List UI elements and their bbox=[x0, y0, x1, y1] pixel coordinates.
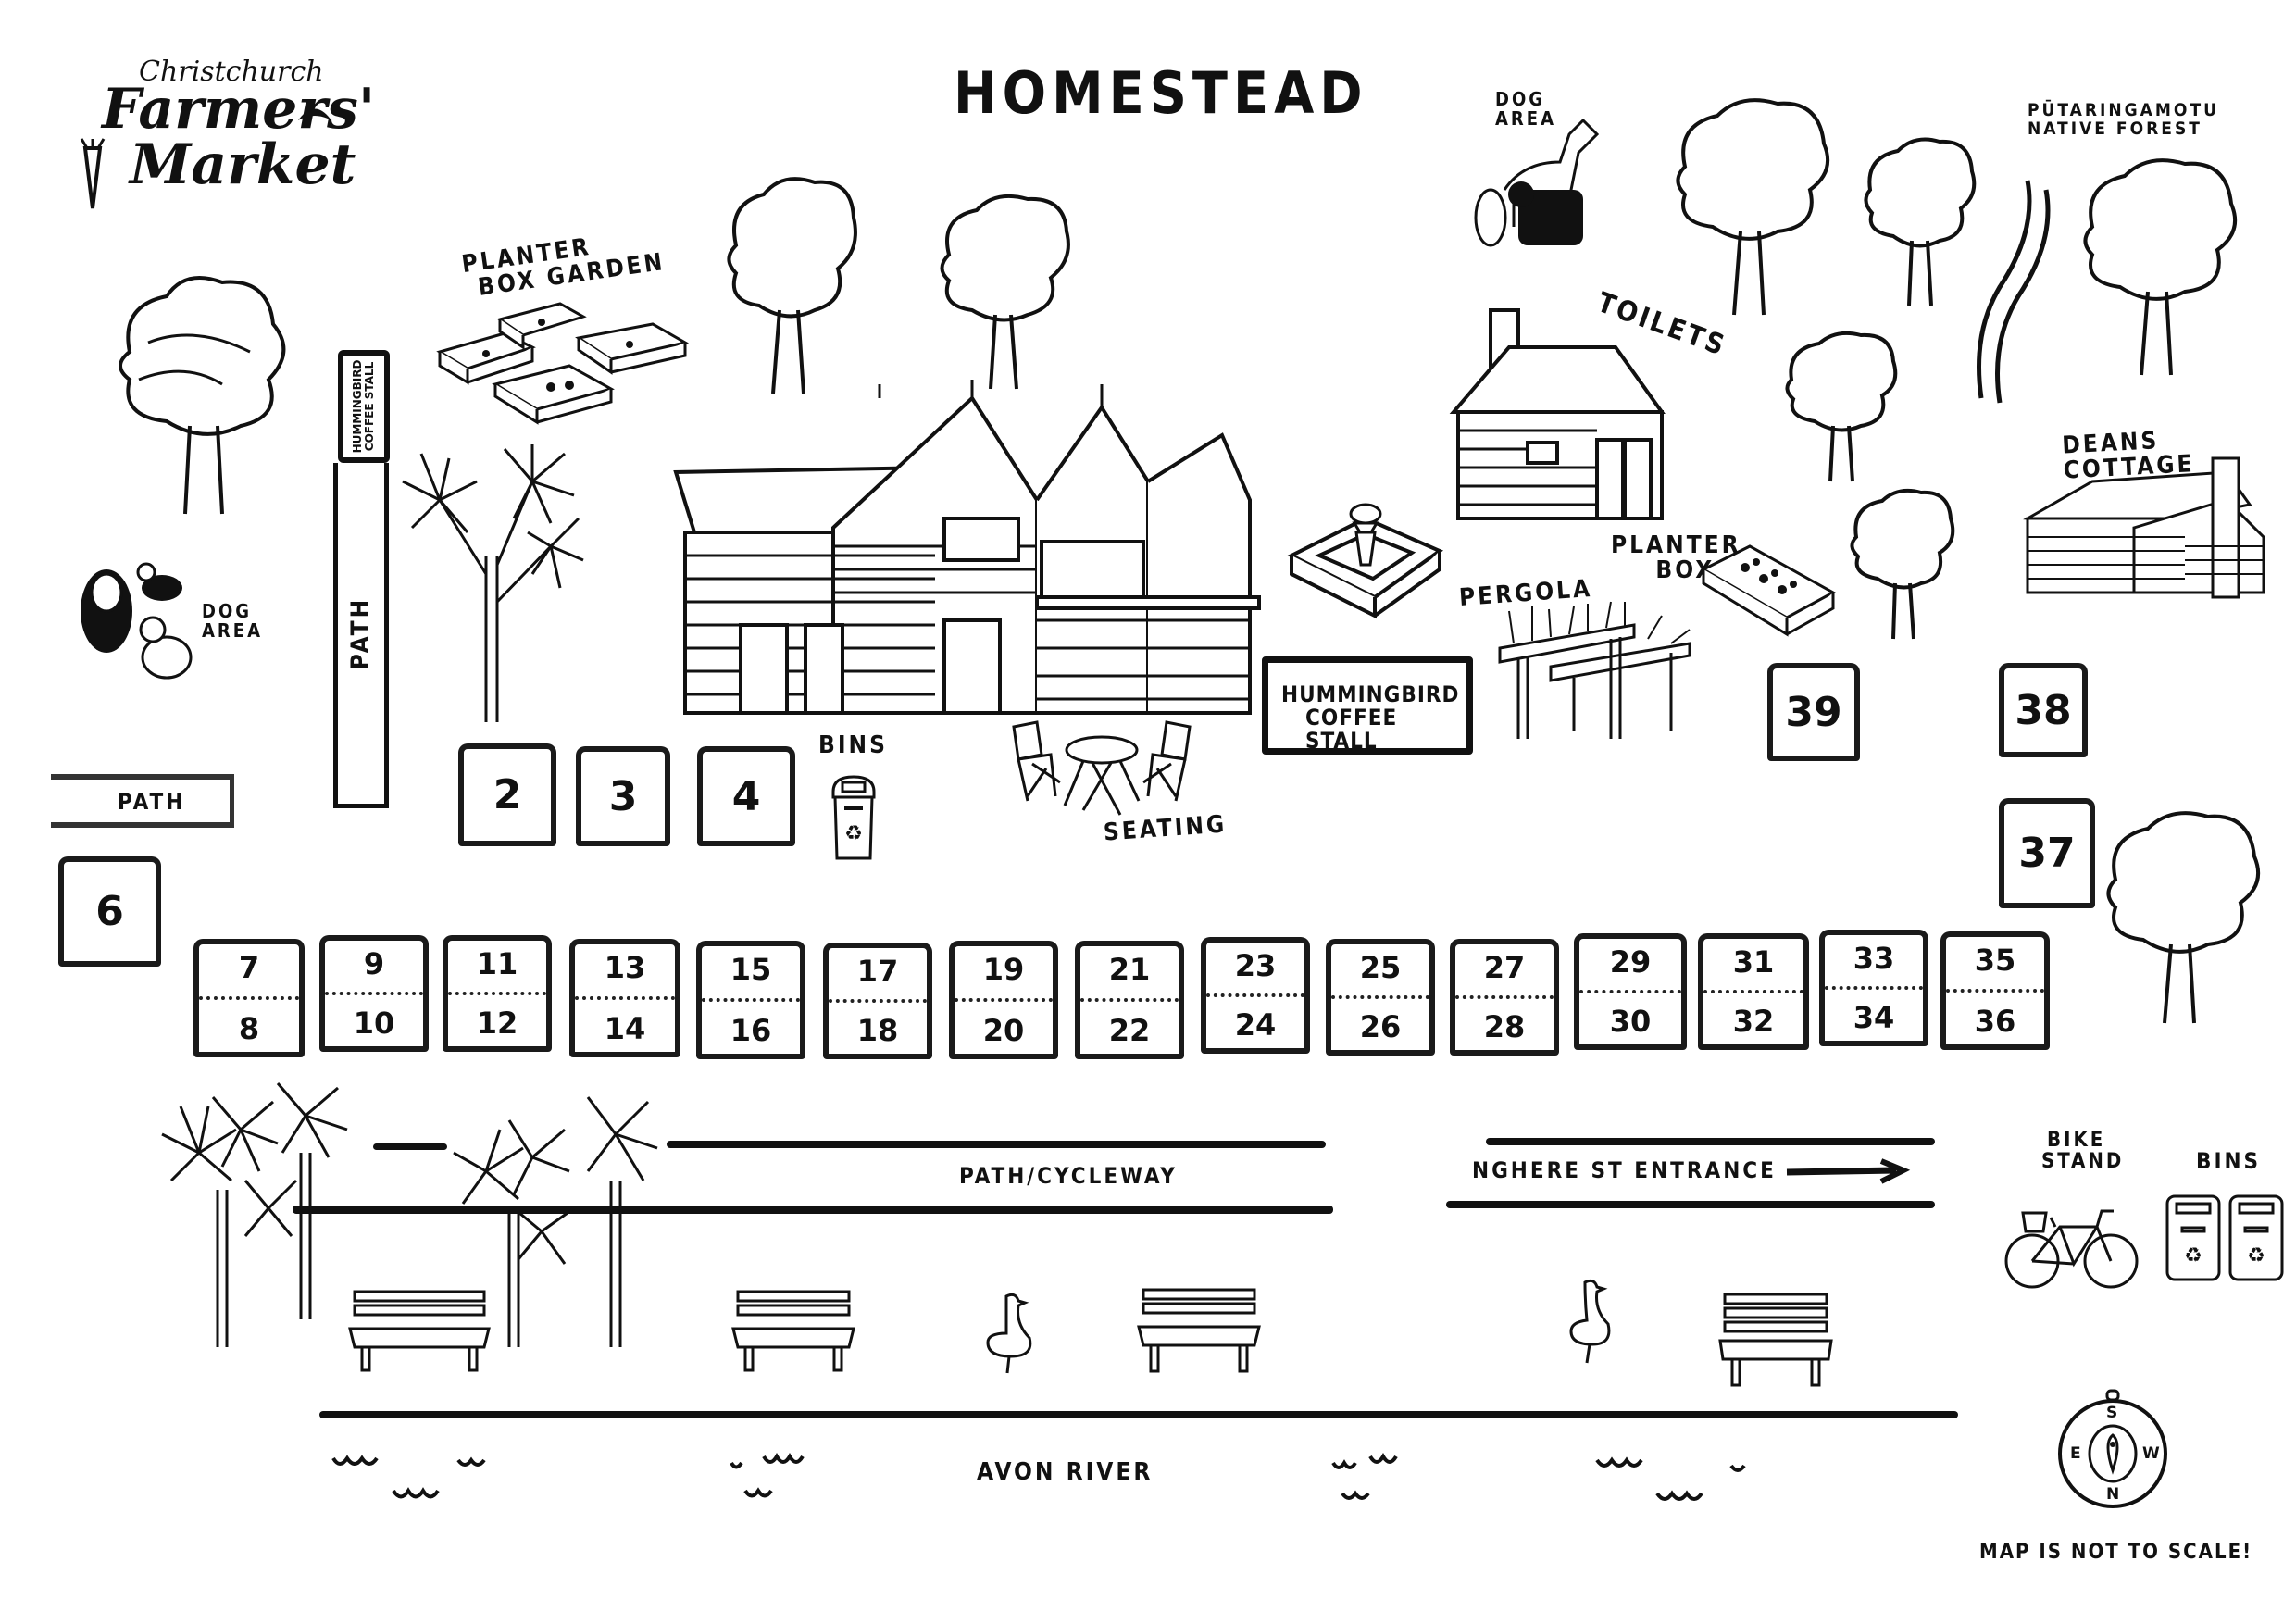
compass-left-letter: E bbox=[2070, 1444, 2081, 1463]
bench-icon bbox=[731, 1290, 855, 1372]
path-horizontal: PATH bbox=[51, 774, 234, 828]
dog-area-top-label: DOG AREA bbox=[1495, 88, 1557, 130]
logo-line-market: Market bbox=[130, 132, 356, 197]
svg-text:♻: ♻ bbox=[844, 822, 863, 845]
water-waves-icon bbox=[331, 1453, 1746, 1501]
seating-label: SEATING bbox=[1103, 810, 1229, 847]
carrot-icon bbox=[80, 138, 106, 209]
seating-table-chairs-icon bbox=[1012, 720, 1192, 816]
compass-icon bbox=[2058, 1389, 2167, 1508]
riverbank-line bbox=[319, 1411, 1958, 1418]
planter-box-garden-label: PLANTER BOX GARDEN bbox=[459, 232, 668, 303]
cabbage-tree-icon bbox=[402, 444, 584, 722]
tree-icon bbox=[1785, 331, 1898, 482]
avon-river-label: AVON RIVER bbox=[977, 1458, 1154, 1486]
nghere-st-entrance-label: NGHERE ST ENTRANCE bbox=[1472, 1157, 1777, 1183]
homestead-building-icon bbox=[673, 380, 1261, 715]
cycleway-bottom-line bbox=[293, 1206, 1333, 1214]
bench-icon bbox=[1137, 1288, 1261, 1373]
stall-3[interactable]: 3 bbox=[576, 746, 670, 846]
hummingbird-stall-line2: COFFEE STALL bbox=[1305, 705, 1398, 755]
tree-icon bbox=[727, 177, 857, 394]
tree-icon bbox=[940, 194, 1070, 390]
stall-39[interactable]: 39 bbox=[1767, 663, 1860, 761]
logo-line-christchurch: Christchurch bbox=[139, 56, 324, 88]
path-horizontal-label: PATH bbox=[118, 789, 186, 815]
hummingbird-stall-line1: HUMMINGBIRD bbox=[1281, 681, 1460, 707]
pergola-icon bbox=[1498, 601, 1691, 739]
svg-text:♻: ♻ bbox=[2184, 1244, 2202, 1268]
nghere-bottom-line bbox=[1446, 1201, 1935, 1208]
stall-4[interactable]: 4 bbox=[697, 746, 795, 846]
stall-2[interactable]: 2 bbox=[458, 743, 556, 846]
dogs-icon bbox=[81, 562, 193, 680]
tree-icon bbox=[1864, 137, 1977, 306]
dogs-top-icon bbox=[1474, 118, 1600, 247]
nghere-top-line bbox=[1486, 1138, 1935, 1145]
hummingbird-coffee-stall-small[interactable]: HUMMINGBIRD COFFEE STALL bbox=[338, 350, 390, 463]
path-vertical-label: PATH bbox=[346, 596, 375, 670]
recycling-bins-icon: ♻ ♻ bbox=[2165, 1194, 2284, 1281]
native-forest-label: PŪTARINGAMOTU NATIVE FOREST bbox=[2028, 100, 2219, 139]
recycling-bin-icon: ♻ bbox=[831, 775, 876, 860]
planter-box-garden-icon bbox=[436, 302, 690, 425]
hummingbird-small-line2: COFFEE STALL bbox=[363, 361, 376, 452]
bins-bottom-label: BINS bbox=[2196, 1148, 2262, 1174]
duck-icon bbox=[986, 1293, 1032, 1374]
stall-38[interactable]: 38 bbox=[1999, 663, 2088, 757]
bins-top-label: BINS bbox=[818, 731, 888, 759]
cycleway-top-line bbox=[667, 1141, 1326, 1148]
stall-37[interactable]: 37 bbox=[1999, 798, 2095, 908]
bicycle-icon bbox=[2004, 1209, 2139, 1289]
fountain-icon bbox=[1287, 503, 1444, 619]
path-cycleway-label: PATH/CYCLEWAY bbox=[959, 1163, 1178, 1189]
croissant-icon bbox=[298, 108, 331, 120]
deans-cottage-icon bbox=[2023, 456, 2265, 599]
stall-6[interactable]: 6 bbox=[58, 856, 161, 967]
bench-icon bbox=[348, 1290, 491, 1372]
tree-icon bbox=[1676, 98, 1829, 316]
duck-icon bbox=[1569, 1279, 1611, 1364]
logo-line-farmers: Farmers' bbox=[102, 77, 376, 142]
tree-icon bbox=[1850, 488, 1955, 640]
christchurch-farmers-market-logo: Christchurch Farmers' Market bbox=[65, 56, 375, 213]
cycleway-top-line-left bbox=[373, 1143, 447, 1150]
stream-icon bbox=[1977, 180, 2051, 404]
path-vertical: PATH bbox=[333, 463, 389, 808]
bench-icon bbox=[1718, 1293, 1833, 1387]
toilets-building-icon bbox=[1449, 308, 1666, 520]
compass-top-letter: S bbox=[2106, 1404, 2118, 1422]
compass-right-letter: W bbox=[2142, 1444, 2160, 1463]
planter-box-icon bbox=[1700, 544, 1837, 637]
homestead-title: HOMESTEAD bbox=[954, 59, 1368, 127]
cabbage-trees-group-icon bbox=[161, 1082, 658, 1347]
bike-stand-label: BIKE STAND bbox=[2041, 1129, 2125, 1174]
tree-icon bbox=[2083, 158, 2237, 376]
compass: S E W N bbox=[2055, 1389, 2171, 1509]
arrow-right-icon bbox=[1786, 1158, 1911, 1184]
tree-icon bbox=[119, 276, 286, 515]
tree-icon bbox=[2106, 811, 2260, 1024]
svg-text:♻: ♻ bbox=[2247, 1244, 2265, 1268]
dog-area-left-label: DOG AREA bbox=[202, 600, 264, 642]
not-to-scale-note: MAP IS NOT TO SCALE! bbox=[1979, 1541, 2253, 1564]
compass-bottom-letter: N bbox=[2106, 1485, 2120, 1504]
hummingbird-coffee-stall[interactable]: HUMMINGBIRD COFFEE STALL bbox=[1262, 656, 1473, 755]
